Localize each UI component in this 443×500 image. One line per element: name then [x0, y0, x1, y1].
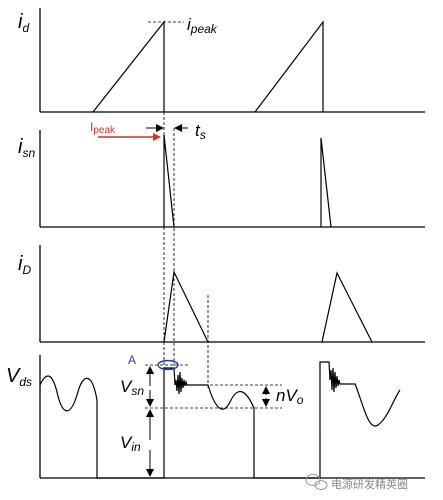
label-vsn: Vsn	[120, 377, 144, 398]
label-ipeak-red: Ipeak	[90, 120, 116, 136]
a-marker-ellipse	[157, 359, 179, 371]
label-id: id	[18, 11, 29, 35]
label-vin: Vin	[120, 433, 141, 454]
waveforms	[39, 20, 401, 479]
annotation-arrows	[146, 124, 270, 477]
label-a-marker: A	[128, 353, 136, 367]
axes	[39, 8, 425, 479]
watermark: 电源研发精英圈	[305, 474, 408, 491]
label-vds: Vds	[6, 365, 32, 389]
label-iD: iD	[18, 253, 31, 277]
vds-waveform	[39, 361, 401, 479]
label-ipeak: ipeak	[187, 15, 218, 36]
label-nvo: nVo	[276, 386, 304, 407]
isn-waveform	[163, 134, 332, 228]
guide-lines	[145, 21, 282, 478]
watermark-text: 电源研发精英圈	[331, 477, 408, 491]
wechat-icon	[305, 474, 328, 490]
label-isn: isn	[18, 136, 35, 160]
iD-waveform	[163, 269, 373, 343]
label-ts: ts	[195, 121, 206, 142]
